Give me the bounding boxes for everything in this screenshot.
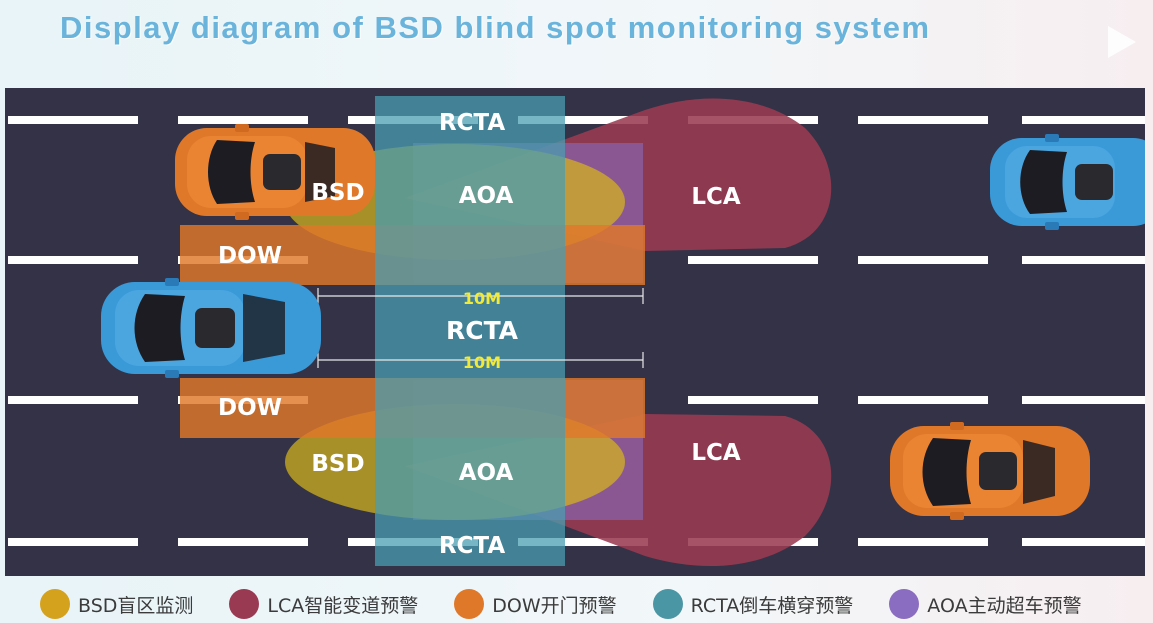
distance-marker-bottom	[317, 352, 644, 368]
legend-label-bsd: BSD盲区监测	[78, 594, 194, 617]
rcta-label-top: RCTA	[439, 110, 505, 136]
page-title: Display diagram of BSD blind spot monito…	[60, 10, 931, 45]
legend-dot-dow	[454, 589, 485, 619]
legend-dot-aoa	[889, 589, 920, 619]
dow-label-top: DOW	[218, 243, 282, 269]
legend-label-lca: LCA智能变道预警	[267, 594, 419, 617]
rcta-label-bottom: RCTA	[439, 533, 505, 559]
legend-dot-rcta	[652, 589, 683, 619]
bsd-label-bottom: BSD	[311, 451, 364, 477]
aoa-label-bottom: AOA	[459, 460, 514, 486]
legend-label-dow: DOW开门预警	[492, 594, 617, 617]
play-icon[interactable]	[1104, 22, 1140, 62]
rcta-label-mid: RCTA	[446, 316, 519, 345]
bsd-label-top: BSD	[311, 180, 364, 206]
legend-dot-bsd	[40, 589, 70, 619]
distance-marker-top	[317, 288, 644, 304]
legend-item-bsd: BSD盲区监测	[40, 589, 193, 619]
legend-label-aoa: AOA主动超车预警	[927, 594, 1082, 617]
road-diagram: RCTA RCTA RCTA BSD BSD AOA AOA LCA LCA D…	[5, 88, 1145, 576]
aoa-label-top: AOA	[459, 183, 514, 209]
lca-label-top: LCA	[691, 184, 741, 210]
car-orange-bottom-right	[890, 422, 1090, 520]
car-blue-center	[101, 278, 321, 378]
legend-item-aoa: AOA主动超车预警	[889, 589, 1082, 619]
rcta-zone	[375, 96, 565, 566]
legend-dot-lca	[229, 589, 260, 619]
legend: BSD盲区监测 LCA智能变道预警 DOW开门预警 RCTA倒车横穿预警 AOA…	[40, 588, 1150, 620]
distance-label-top: 10M	[463, 289, 501, 308]
distance-label-bottom: 10M	[463, 353, 501, 372]
legend-item-rcta: RCTA倒车横穿预警	[652, 589, 854, 619]
car-orange-top-left	[175, 124, 375, 220]
dow-label-bottom: DOW	[218, 395, 282, 421]
legend-item-dow: DOW开门预警	[454, 589, 617, 619]
legend-item-lca: LCA智能变道预警	[229, 589, 418, 619]
lca-label-bottom: LCA	[691, 440, 741, 466]
car-blue-top-right	[990, 134, 1145, 230]
legend-label-rcta: RCTA倒车横穿预警	[690, 594, 854, 617]
